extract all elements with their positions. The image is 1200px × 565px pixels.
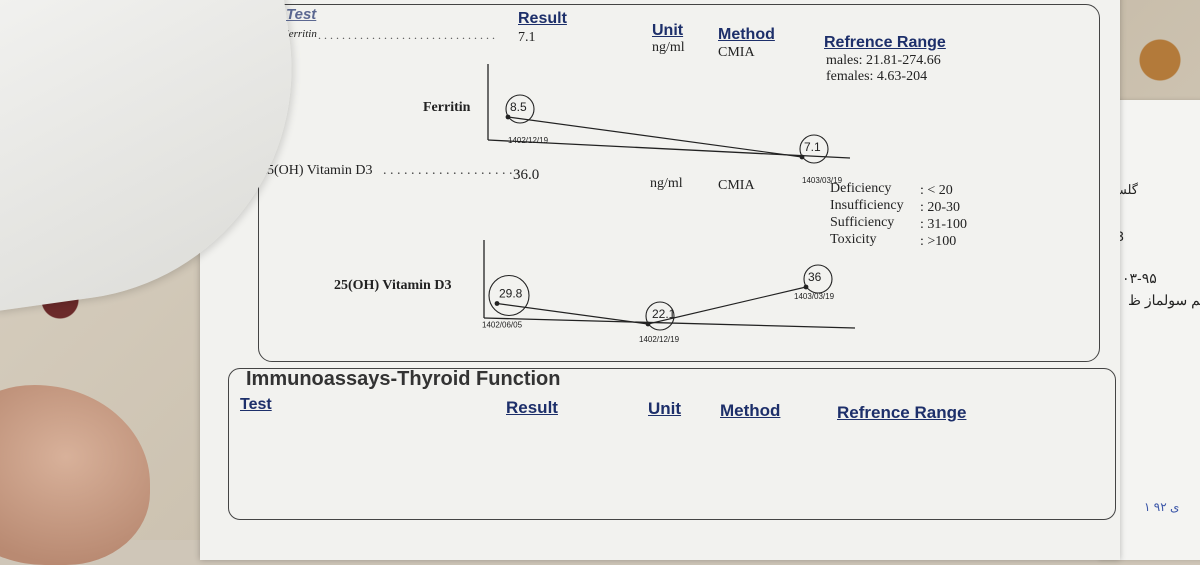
thyroid-header-result: Result	[506, 398, 558, 417]
ferritin-method: CMIA	[718, 45, 755, 60]
thyroid-header-unit: Unit	[648, 399, 682, 418]
lab-report-sheet	[200, 0, 1120, 560]
thyroid-header-test: Test	[240, 396, 272, 413]
vitd-range-label-3: Toxicity	[830, 232, 877, 247]
thyroid-header-method: Method	[720, 401, 781, 420]
chart-0-value-circle-0	[505, 94, 535, 124]
vitd-name: 25(OH) Vitamin D3	[260, 163, 373, 178]
vitd-range-value-0: : < 20	[920, 183, 953, 198]
chart-0-point-0	[505, 114, 511, 120]
header-test: Test	[286, 6, 317, 23]
vitd-chart-label: 25(OH) Vitamin D3	[334, 278, 452, 293]
chart-0-series-line	[507, 116, 803, 158]
vitd-range-label-1: Insufficiency	[830, 198, 904, 213]
thyroid-section-title: Immunoassays-Thyroid Function	[246, 368, 561, 390]
chart-0-value-circle-1	[799, 134, 829, 164]
chart-0-date-label-1: 1403/03/19	[802, 176, 843, 185]
thyroid-box	[228, 368, 1116, 520]
vitd-leader: . . . . . . . . . . . . . . . . . . . .	[383, 163, 520, 178]
side-text-3: ۰۳-۹۵	[1122, 270, 1157, 286]
vitd-range-value-2: : 31-100	[920, 217, 968, 232]
chart-0-data-label-0: 8.5	[510, 100, 527, 114]
vitd-method: CMIA	[718, 178, 755, 193]
ferritin-name: Ferritin	[282, 28, 317, 40]
header-range: Refrence Range	[824, 34, 946, 51]
trend-charts: 8.5 1402/12/19 7.1 1403/03/19 29.8 1402/06/05…	[482, 64, 856, 344]
chart-1-value-circle-1	[645, 301, 675, 331]
chart-1-point-0	[494, 301, 500, 306]
header-unit: Unit	[652, 22, 684, 39]
chart-1-point-1	[645, 321, 651, 327]
ferritin-value: 7.1	[518, 30, 536, 45]
chart-1-data-label-1: 22.1	[652, 307, 676, 321]
ferritin-range-males: males: 21.81-274.66	[826, 53, 941, 68]
vitd-range-label-0: Deficiency	[830, 181, 892, 196]
vitd-range-value-3: : >100	[920, 234, 957, 249]
vitd-range-label-2: Sufficiency	[830, 215, 895, 230]
chart-1-value-circle-2	[803, 264, 833, 294]
chart-1-data-label-0: 29.8	[499, 287, 523, 301]
thyroid-header-range: Refrence Range	[837, 403, 967, 422]
chart-1-data-label-2: 36	[808, 270, 822, 284]
chart-1-x-axis	[483, 317, 856, 329]
header-method: Method	[718, 26, 775, 43]
chart-0-point-1	[799, 154, 805, 160]
ferritin-unit: ng/ml	[652, 40, 685, 55]
chart-1-date-label-1: 1402/12/19	[639, 335, 680, 344]
chart-0-data-label-1: 7.1	[804, 140, 821, 154]
vitd-unit: ng/ml	[650, 176, 683, 191]
vitd-range-value-1: : 20-30	[920, 200, 961, 215]
ferritin-chart-label: Ferritin	[423, 100, 471, 115]
vitd-value: 36.0	[513, 167, 540, 183]
chart-1-point-2	[803, 284, 809, 290]
chart-1-date-label-2: 1403/03/19	[794, 292, 835, 301]
chart-1-value-circle-0	[488, 274, 530, 317]
side-text-5: ی ۹۲ ۱	[1144, 500, 1180, 514]
header-result: Result	[518, 10, 567, 27]
side-text-4: نم سولماز ظ	[1128, 292, 1200, 308]
chart-1-date-label-0: 1402/06/05	[482, 321, 523, 330]
chart-0-date-label-0: 1402/12/19	[508, 136, 549, 145]
ferritin-range-females: females: 4.63-204	[826, 69, 928, 84]
ferritin-leader: . . . . . . . . . . . . . . . . . . . . …	[318, 28, 495, 42]
